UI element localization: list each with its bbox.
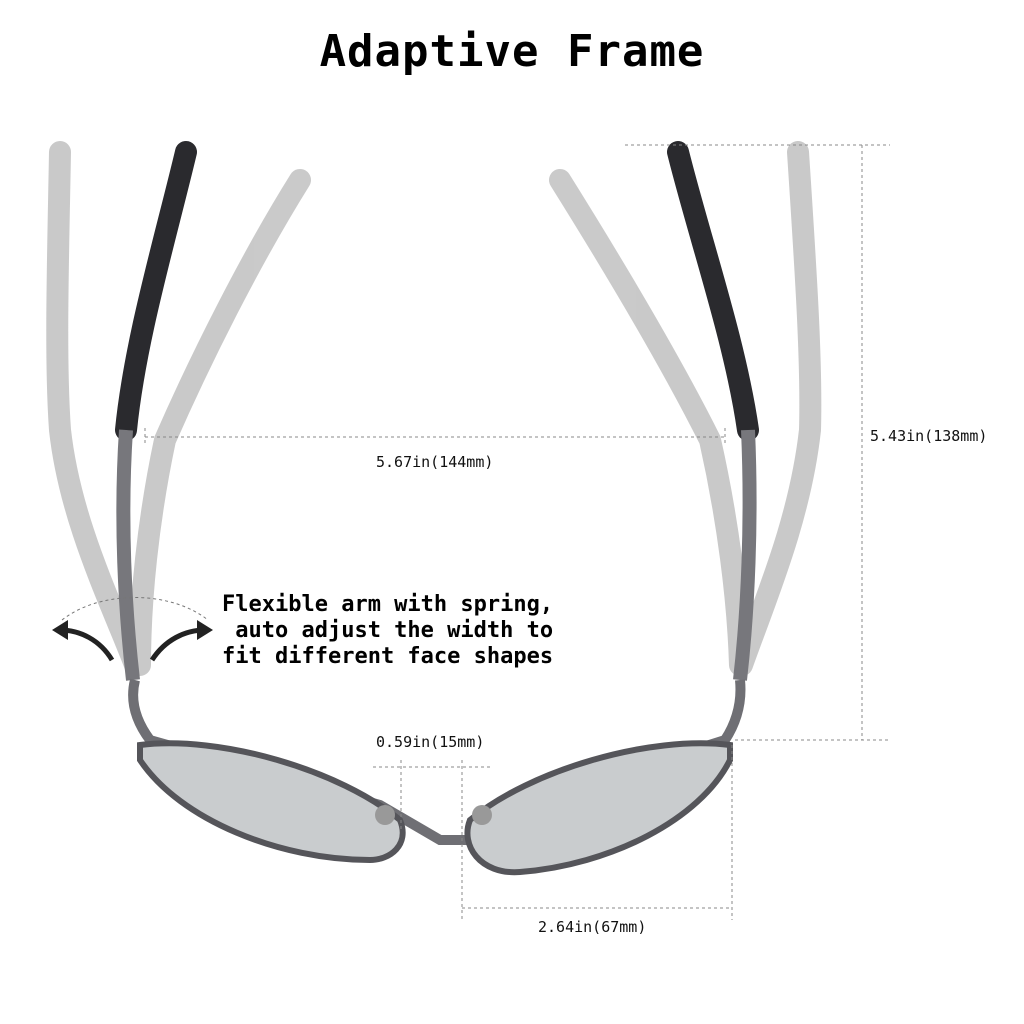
diagram-title: Adaptive Frame	[319, 26, 705, 77]
ghost-arm-right-outer	[731, 141, 822, 676]
temple-width-label: 5.67in(144mm)	[376, 453, 494, 471]
note-line-3: fit different face shapes	[222, 644, 554, 669]
flexible-arm-note: Flexible arm with spring, auto adjust th…	[222, 592, 553, 670]
dimension-lines	[144, 144, 890, 920]
ghost-arm-left-outer	[46, 141, 146, 676]
note-line-2: auto adjust the width to	[222, 618, 554, 643]
lens-width-label: 2.64in(67mm)	[538, 918, 647, 936]
metal-arm-left	[116, 429, 140, 681]
nose-pad-right	[472, 805, 492, 825]
dark-arm-left	[115, 141, 197, 441]
arm-length-label: 5.43in(138mm)	[870, 427, 988, 445]
ghost-arm-right-inner	[549, 169, 751, 676]
ghost-arms	[46, 141, 822, 676]
note-line-1: Flexible arm with spring,	[222, 592, 554, 617]
frame-hinges	[128, 678, 746, 845]
bridge-width-label: 0.59in(15mm)	[376, 733, 485, 751]
lens-left	[137, 740, 406, 864]
nose-pad-left	[375, 805, 395, 825]
lens-right	[464, 740, 733, 876]
metal-arm-right	[733, 429, 757, 681]
ghost-arm-left-inner	[129, 169, 311, 676]
dark-arm-right	[667, 141, 759, 441]
